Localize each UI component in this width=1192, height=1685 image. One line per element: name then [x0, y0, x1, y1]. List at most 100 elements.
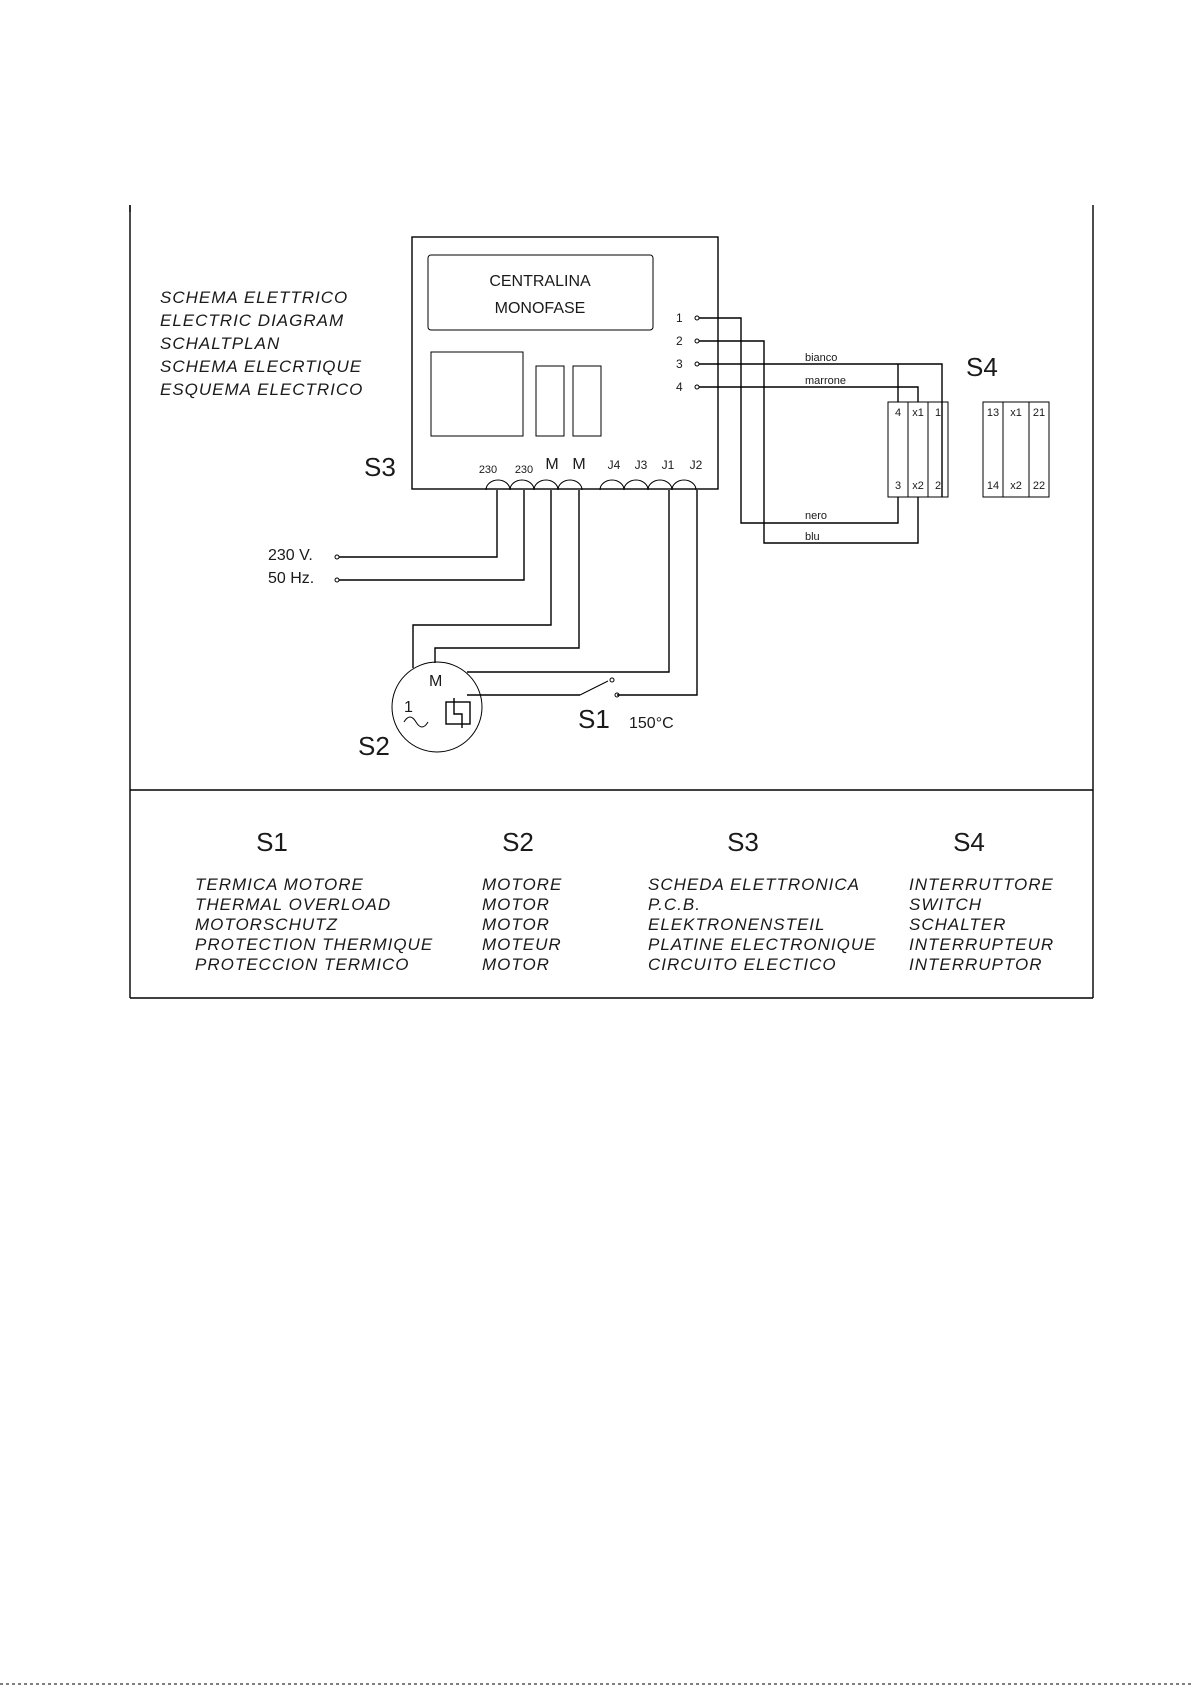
legend-line: PLATINE ELECTRONIQUE: [648, 935, 876, 954]
legend-s2: S2 MOTORE MOTOR MOTOR MOTEUR MOTOR: [482, 827, 562, 974]
board-name-line1: CENTRALINA: [489, 273, 591, 290]
terminal-dot: [694, 384, 700, 390]
thermal-switch-blade: [579, 680, 609, 696]
wire-label-nero: nero: [805, 510, 827, 522]
motor-s2: M 1 S2: [358, 661, 483, 761]
terminal-dot: [694, 338, 700, 344]
legend-line: ELEKTRONENSTEIL: [648, 915, 826, 934]
side-terminal-label: 2: [676, 334, 683, 348]
s1-temperature: 150°C: [629, 715, 674, 732]
legend: S1 TERMICA MOTORE THERMAL OVERLOAD MOTOR…: [195, 827, 1054, 974]
legend-line: SCHALTER: [909, 915, 1006, 934]
switch-s4: S4 4 x1 1 3 x2 2 13 x1 21 14 x2 22: [887, 352, 1050, 498]
bottom-terminal-label: M: [572, 456, 585, 473]
supply-voltage: 230 V.: [268, 547, 313, 564]
bottom-terminal-label: J3: [635, 458, 648, 472]
terminal-connectors: [485, 479, 583, 491]
legend-line: MOTORE: [482, 875, 562, 894]
s1-label: S1: [578, 704, 610, 734]
legend-line: SCHEDA ELETTRONICA: [648, 875, 860, 894]
switch-dot: [614, 692, 620, 698]
bottom-terminal-label: 230: [479, 464, 497, 476]
terminal-dot: [694, 315, 700, 321]
legend-line: INTERRUPTOR: [909, 955, 1042, 974]
legend-line: SWITCH: [909, 895, 982, 914]
board-label-box: [427, 254, 654, 331]
supply-frequency: 50 Hz.: [268, 570, 314, 587]
board-name-line2: MONOFASE: [495, 300, 586, 317]
board-component: [430, 351, 524, 437]
bottom-terminal-label: J4: [608, 458, 621, 472]
contact-label: 21: [1033, 407, 1045, 419]
side-terminal-label: 3: [676, 357, 683, 371]
side-terminal-label: 1: [676, 311, 683, 325]
contact-label: 3: [895, 480, 901, 492]
legend-line: INTERRUPTEUR: [909, 935, 1054, 954]
title-line: ESQUEMA ELECTRICO: [160, 380, 363, 399]
switch-wiring: bianco marrone nero blu: [699, 317, 943, 544]
diagram-frame: [129, 205, 1094, 999]
thermal-protector-icon: [445, 701, 471, 725]
board-relay: [535, 365, 565, 437]
supply-dot: [334, 554, 340, 560]
legend-code: S3: [727, 827, 759, 857]
legend-line: TERMICA MOTORE: [195, 875, 364, 894]
wire-2: [699, 340, 919, 544]
legend-s1: S1 TERMICA MOTORE THERMAL OVERLOAD MOTOR…: [195, 827, 433, 974]
board-outline: [411, 236, 719, 490]
power-supply: 230 V. 50 Hz.: [268, 490, 525, 587]
wire-label-blu: blu: [805, 531, 820, 543]
title-line: ELECTRIC DIAGRAM: [160, 311, 344, 330]
wire-1: [699, 317, 899, 524]
legend-line: MOTORSCHUTZ: [195, 915, 338, 934]
title-line: SCHEMA ELECRTIQUE: [160, 357, 362, 376]
wire-label-bianco: bianco: [805, 352, 837, 364]
contact-label: 14: [987, 480, 999, 492]
wire-j1: [467, 490, 670, 673]
bottom-terminal-label: J1: [662, 458, 675, 472]
contact-label: x1: [1010, 407, 1022, 419]
legend-line: PROTECTION THERMIQUE: [195, 935, 433, 954]
legend-s3: S3 SCHEDA ELETTRONICA P.C.B. ELEKTRONENS…: [648, 827, 876, 974]
motor-symbol: [391, 661, 483, 753]
wire-230-b: [339, 490, 525, 581]
s4-label: S4: [966, 352, 998, 382]
legend-line: MOTEUR: [482, 935, 562, 954]
bottom-terminal-label: 230: [515, 464, 533, 476]
motor-letter: M: [429, 673, 442, 690]
switch-contact: [927, 401, 949, 498]
legend-line: MOTOR: [482, 955, 550, 974]
wire-motor-m2: [434, 490, 580, 663]
legend-line: P.C.B.: [648, 895, 701, 914]
thermal-protector-icon: [453, 698, 463, 728]
supply-dot: [334, 577, 340, 583]
contact-label: 22: [1033, 480, 1045, 492]
bottom-terminal-label: J2: [690, 458, 703, 472]
title-line: SCHALTPLAN: [160, 334, 280, 353]
wire-230-a: [339, 490, 498, 558]
s3-label: S3: [364, 452, 396, 482]
motor-phase: 1: [404, 699, 413, 716]
legend-line: INTERRUTTORE: [909, 875, 1054, 894]
contact-label: x1: [912, 407, 924, 419]
contact-label: 4: [895, 407, 901, 419]
wire-4-marrone: [699, 386, 919, 402]
legend-code: S2: [502, 827, 534, 857]
switch-dot: [609, 677, 615, 683]
legend-line: CIRCUITO ELECTICO: [648, 955, 837, 974]
terminal-dot: [694, 361, 700, 367]
legend-code: S1: [256, 827, 288, 857]
legend-line: THERMAL OVERLOAD: [195, 895, 391, 914]
legend-line: MOTOR: [482, 895, 550, 914]
ac-wave-icon: [403, 716, 429, 728]
board-relay: [572, 365, 602, 437]
legend-code: S4: [953, 827, 985, 857]
motor-wiring: S1 150°C: [412, 490, 698, 734]
contact-label: x2: [912, 480, 924, 492]
title-line: SCHEMA ELETTRICO: [160, 288, 348, 307]
wire-3-bianco: [699, 363, 943, 497]
terminal-connectors: [599, 479, 697, 491]
control-board-s3: CENTRALINA MONOFASE S3 1 2 3 4 230 230 M…: [364, 236, 719, 491]
s2-label: S2: [358, 731, 390, 761]
